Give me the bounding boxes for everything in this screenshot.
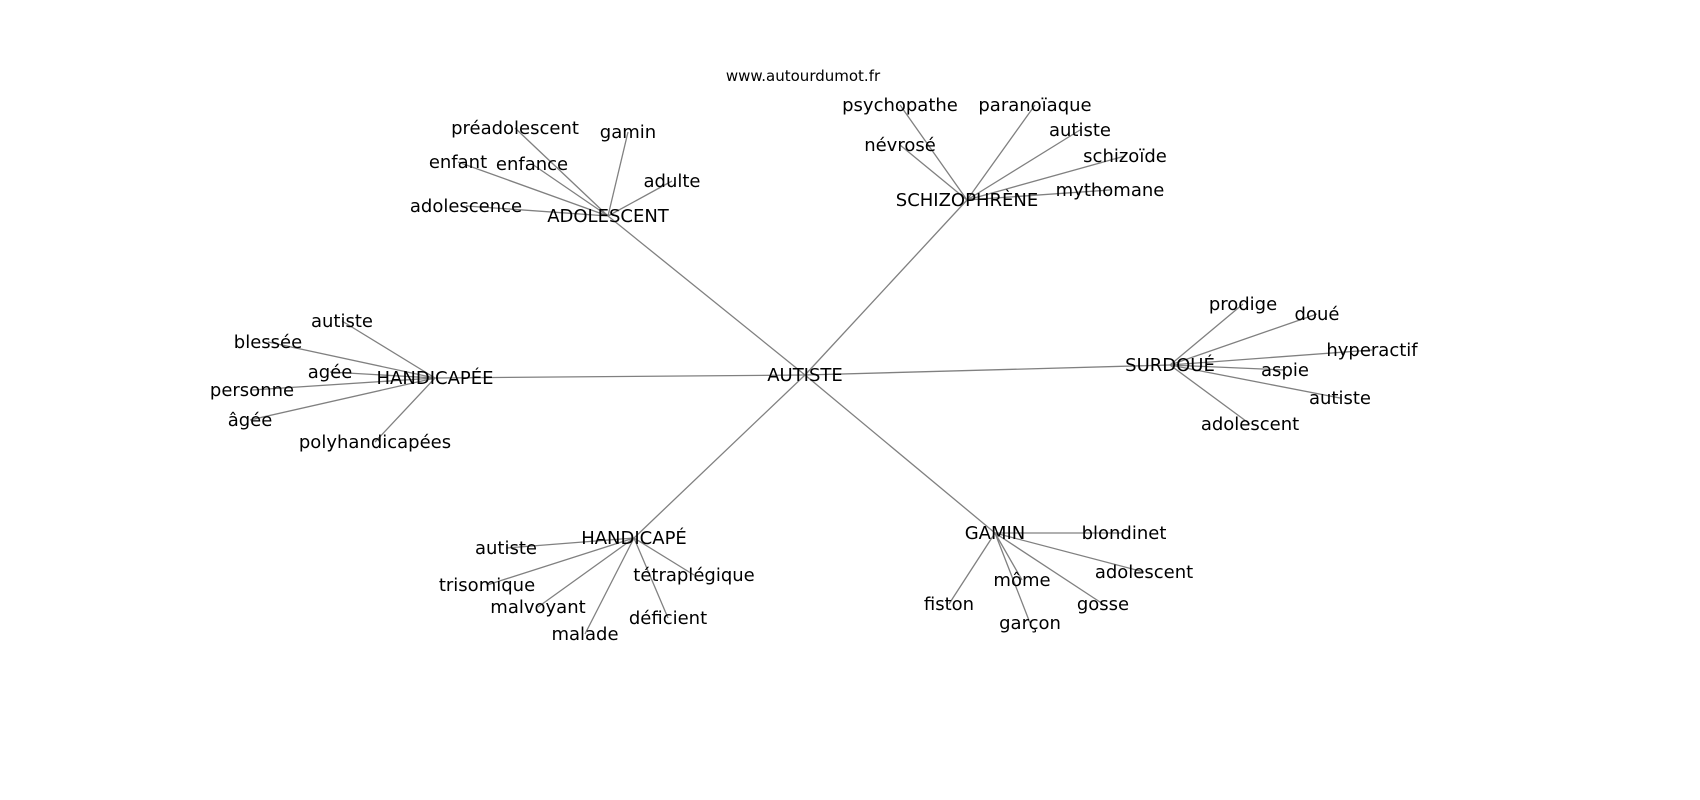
hub-node-label: GAMIN: [965, 523, 1026, 544]
leaf-node-label: âgée: [228, 410, 273, 431]
leaf-node-label: doué: [1295, 304, 1340, 325]
edge-hub-child: [966, 189, 1111, 201]
leaf-node-label: aspie: [1261, 360, 1309, 381]
hub-node-label: HANDICAPÉE: [377, 367, 494, 389]
leaf-node-label: môme: [993, 570, 1050, 591]
leaf-node-label: adolescence: [410, 196, 522, 217]
edge-hub-child: [374, 377, 436, 443]
node-labels: AUTISTE ADOLESCENT préadolescent gamin enfan…: [210, 95, 1418, 645]
leaf-node-label: autiste: [1309, 388, 1371, 409]
leaf-node-label: préadolescent: [451, 118, 579, 139]
leaf-node-label: polyhandicapées: [299, 432, 451, 453]
hub-node-label: SURDOUÉ: [1125, 354, 1215, 376]
edge-hub-child: [966, 155, 1126, 201]
edge-hub-child: [531, 163, 609, 217]
edge-hub-child: [329, 371, 436, 379]
leaf-node-label: garçon: [999, 613, 1061, 634]
leaf-node-label: malade: [551, 624, 618, 645]
edge-hub-child: [899, 144, 968, 201]
leaf-node-label: autiste: [311, 311, 373, 332]
leaf-node-label: enfant: [429, 152, 487, 173]
leaf-node-label: gosse: [1077, 594, 1129, 615]
edge-hub-child: [251, 377, 436, 391]
edge-center-hub: [434, 374, 806, 379]
edge-hub-child: [1169, 364, 1286, 371]
leaf-node-label: mythomane: [1056, 180, 1165, 201]
edge-hub-child: [341, 320, 436, 379]
edge-hub-child: [514, 127, 609, 217]
edge-hub-child: [267, 341, 436, 379]
edge-hub-child: [584, 537, 635, 635]
leaf-node-label: blondinet: [1082, 523, 1167, 544]
leaf-node-label: hyperactif: [1326, 340, 1418, 361]
leaf-node-label: tétraplégique: [633, 565, 754, 586]
leaf-node-label: fiston: [924, 594, 974, 615]
edge-hub-child: [899, 104, 968, 201]
leaf-node-label: enfance: [496, 154, 568, 175]
edge-hub-child: [633, 537, 669, 619]
edge-center-hub: [633, 374, 806, 539]
leaf-node-label: gamin: [600, 122, 656, 143]
leaf-node-label: autiste: [1049, 120, 1111, 141]
edge-hub-child: [1169, 303, 1244, 366]
leaf-node-label: déficient: [629, 608, 707, 629]
edge-center-hub: [804, 199, 968, 376]
leaf-node-label: schizoïde: [1083, 146, 1167, 167]
edge-hub-child: [966, 129, 1081, 201]
edge-hub-child: [994, 532, 1023, 581]
edge-center-hub: [804, 364, 1171, 376]
edge-hub-child: [505, 537, 635, 549]
edge-hub-child: [607, 180, 673, 217]
edge-hub-child: [1169, 313, 1318, 366]
edge-hub-child: [994, 532, 1145, 573]
edge-hub-child: [537, 537, 635, 608]
leaf-node-label: adolescent: [1201, 414, 1299, 435]
edge-hub-child: [1169, 349, 1373, 366]
leaf-node-label: agée: [308, 362, 353, 383]
edge-hub-child: [633, 537, 695, 576]
edges: [249, 104, 1373, 635]
leaf-node-label: trisomique: [439, 575, 535, 596]
edge-hub-child: [994, 532, 1104, 605]
hub-node-label: ADOLESCENT: [547, 206, 670, 227]
site-title: www.autourdumot.fr: [725, 67, 881, 85]
leaf-node-label: névrosé: [864, 135, 936, 156]
edge-hub-child: [966, 104, 1036, 201]
leaf-node-label: personne: [210, 380, 294, 401]
leaf-node-label: adulte: [644, 171, 701, 192]
leaf-node-label: paranoïaque: [978, 95, 1091, 116]
center-node-label: AUTISTE: [767, 365, 843, 386]
edge-hub-child: [465, 205, 609, 217]
edge-center-hub: [607, 215, 806, 376]
leaf-node-label: malvoyant: [490, 597, 585, 618]
edge-hub-child: [1169, 364, 1251, 425]
edge-hub-child: [249, 377, 436, 421]
edge-hub-child: [994, 532, 1031, 624]
edge-hub-child: [607, 131, 629, 217]
hub-node-label: HANDICAPÉ: [581, 527, 687, 549]
leaf-node-label: adolescent: [1095, 562, 1193, 583]
leaf-node-label: psychopathe: [842, 95, 958, 116]
edge-hub-child: [948, 532, 996, 605]
edge-hub-child: [457, 161, 609, 217]
edge-hub-child: [1169, 364, 1341, 399]
leaf-node-label: autiste: [475, 538, 537, 559]
hub-node-label: SCHIZOPHRÈNE: [896, 189, 1038, 211]
leaf-node-label: blessée: [234, 332, 302, 353]
edge-center-hub: [804, 374, 996, 534]
leaf-node-label: prodige: [1209, 294, 1277, 315]
edge-hub-child: [486, 537, 635, 586]
